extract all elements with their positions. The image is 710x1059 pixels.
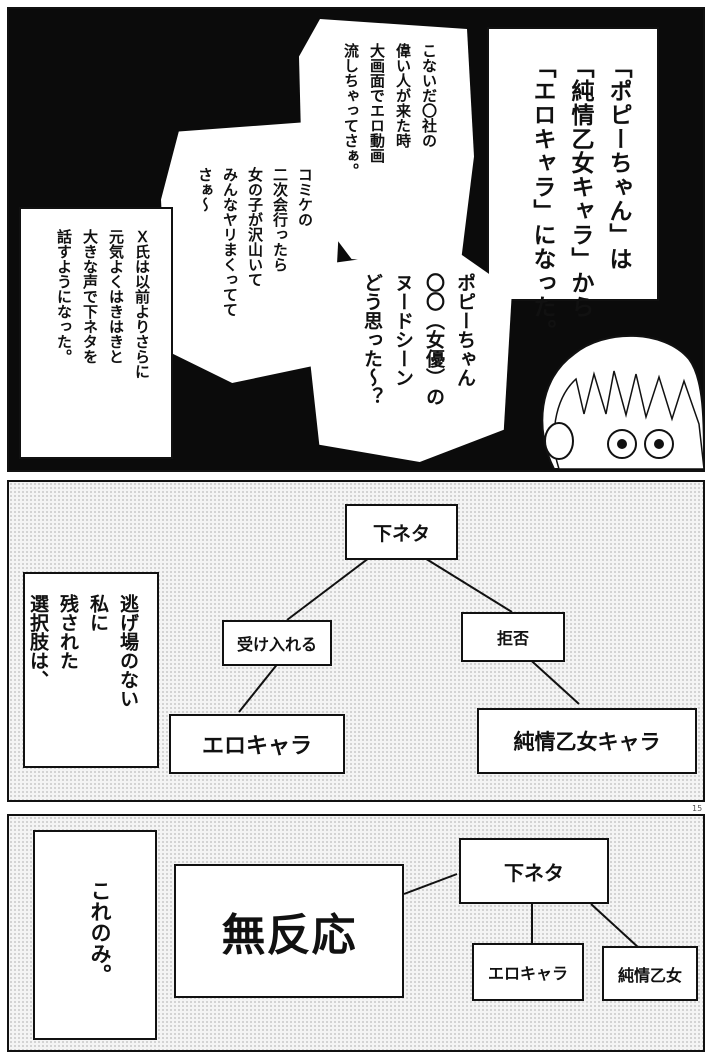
tree-node-accept: 受け入れる bbox=[222, 620, 332, 666]
tree-node-refuse: 拒否 bbox=[461, 612, 565, 662]
girl-character-illustration bbox=[541, 334, 704, 469]
speech-bubble-c-text: ポピーちゃん 〇〇（女優）の ヌードシーン どう思った〜？ bbox=[361, 273, 476, 406]
speech-bubble-c: ポピーちゃん 〇〇（女優）の ヌードシーン どう思った〜？ bbox=[307, 247, 512, 462]
tree-node-ero-character: エロキャラ bbox=[169, 714, 345, 774]
tree-node-root-3: 下ネタ bbox=[459, 838, 609, 904]
no-reaction-box: 無反応 bbox=[174, 864, 404, 998]
tree-node-pure-maiden-3: 純情乙女 bbox=[602, 946, 698, 1001]
narration-box-2-text: 逃げ場のない 私に 残された 選択肢は、 bbox=[27, 594, 139, 708]
narration-box-2: 逃げ場のない 私に 残された 選択肢は、 bbox=[23, 572, 159, 768]
caption-box: 「ポピーちゃん」は 「純情乙女キャラ」から 「エロキャラ」になった。 bbox=[487, 27, 659, 343]
tree-lines-3 bbox=[403, 873, 640, 949]
narration-box-1: Ｘ氏は以前よりさらに 元気よくはきはきと 大きな声で下ネタを 話すようになった。 bbox=[19, 207, 173, 459]
panel-3: これのみ。 無反応 下ネタ エロキャラ 純情乙女 bbox=[7, 814, 705, 1052]
speech-bubble-b-text: コミケの 二次会行ったら 女の子が沢山いて みんなヤリまくってて さぁ〜 bbox=[196, 167, 314, 317]
page-number: 15 bbox=[692, 804, 703, 813]
panel-1: 「ポピーちゃん」は 「純情乙女キャラ」から 「エロキャラ」になった。 こないだ〇… bbox=[7, 7, 705, 472]
panel-2: 逃げ場のない 私に 残された 選択肢は、 下ネタ 受け入れる 拒否 エロキャラ … bbox=[7, 480, 705, 802]
narration-box-1-text: Ｘ氏は以前よりさらに 元気よくはきはきと 大きな声で下ネタを 話すようになった。 bbox=[55, 229, 151, 379]
tree-node-root: 下ネタ bbox=[345, 504, 458, 560]
tree-node-ero-character-3: エロキャラ bbox=[472, 943, 584, 1001]
caption-text: 「ポピーちゃん」は 「純情乙女キャラ」から 「エロキャラ」になった。 bbox=[529, 55, 631, 343]
speech-bubble-a-text: こないだ〇社の 偉い人が来た時 大画面でエロ動画 流しちゃってさぁ。 bbox=[342, 43, 438, 178]
tree-node-pure-maiden-character: 純情乙女キャラ bbox=[477, 708, 697, 774]
narration-box-3: これのみ。 bbox=[33, 830, 157, 1040]
narration-box-3-text: これのみ。 bbox=[88, 880, 112, 985]
